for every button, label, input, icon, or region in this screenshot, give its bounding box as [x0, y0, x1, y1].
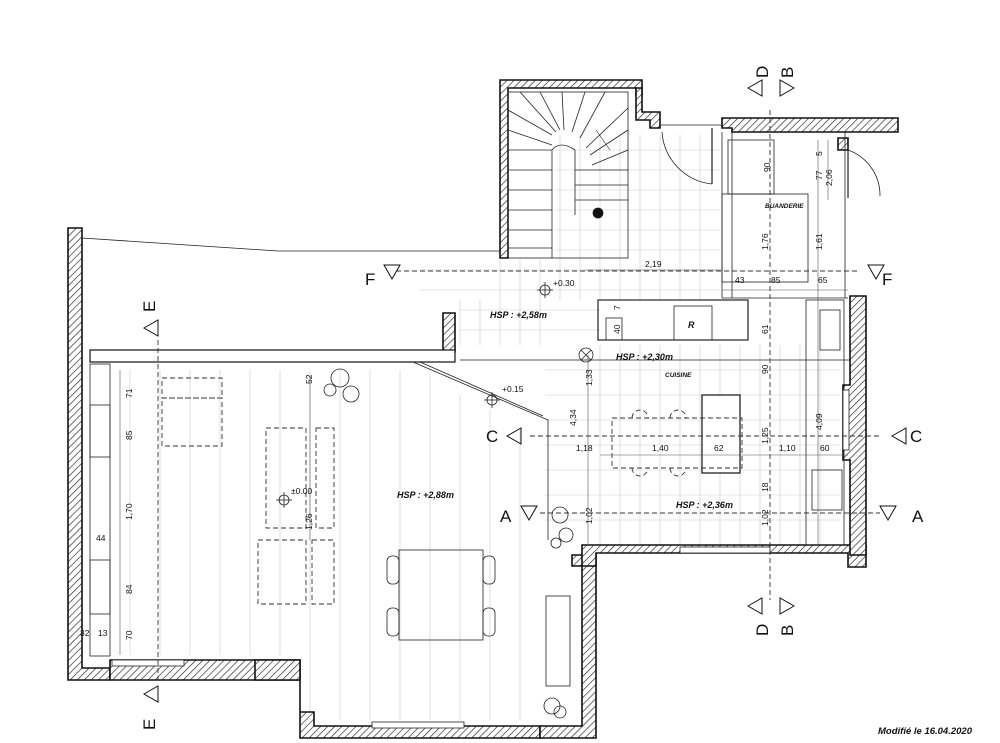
dim-71: 71	[124, 388, 134, 398]
section-label-f-right: F	[882, 270, 892, 289]
dim-70: 70	[124, 630, 134, 640]
dim-85-left: 85	[124, 430, 134, 440]
section-label-a-left: A	[500, 507, 512, 526]
floor-tile-grid	[129, 135, 840, 720]
dim-85: 85	[771, 275, 781, 285]
staircase	[507, 91, 629, 259]
dim-65: 65	[818, 275, 828, 285]
dim-206: 2,06	[824, 169, 834, 186]
laundry-door	[847, 149, 881, 198]
section-label-a-right: A	[912, 507, 924, 526]
dim-18: 18	[760, 482, 770, 492]
level-step: +0.15	[502, 384, 524, 394]
dim-5: 5	[814, 151, 824, 156]
section-label-b-top: B	[778, 67, 797, 78]
dim-84: 84	[124, 584, 134, 594]
labels: E E F F C C A A D B D B BUANDERIE CUISIN…	[80, 66, 924, 730]
dim-110: 1,10	[779, 443, 796, 453]
hsp-kitchen-top: HSP : +2,30m	[616, 352, 673, 362]
entry-door	[661, 128, 713, 185]
dimension-lines	[119, 140, 848, 655]
dim-7: 7	[612, 305, 622, 310]
section-label-c-left: C	[486, 427, 498, 446]
kitchen-island	[611, 394, 743, 477]
section-label-e-bottom: E	[140, 719, 159, 730]
dim-125: 1,25	[760, 427, 770, 444]
dim-161: 1,61	[814, 233, 824, 250]
section-label-f-left: F	[365, 270, 375, 289]
dim-44: 44	[96, 533, 106, 543]
dim-118: 1,18	[576, 443, 593, 453]
hsp-living: HSP : +2,88m	[397, 490, 454, 500]
level-entry: +0.30	[553, 278, 575, 288]
room-label-cuisine: CUISINE	[665, 372, 692, 379]
windows	[111, 389, 850, 729]
living-furniture	[89, 363, 574, 719]
section-label-d-bottom: D	[753, 624, 772, 636]
dim-62: 62	[714, 443, 724, 453]
dim-32: 32	[80, 628, 90, 638]
section-label-b-bottom: B	[778, 625, 797, 636]
fridge-label: R	[688, 320, 695, 330]
dim-133: 1,33	[584, 369, 594, 386]
dim-219: 2,19	[645, 259, 662, 269]
dim-90-mid: 90	[760, 364, 770, 374]
hsp-entry: HSP : +2,58m	[490, 310, 547, 320]
dim-434: 4,34	[568, 409, 578, 426]
dim-409: 4,09	[814, 413, 824, 430]
modified-date-note: Modifié le 16.04.2020	[878, 726, 972, 737]
dim-170: 1,70	[124, 503, 134, 520]
walls	[67, 79, 899, 739]
room-label-buanderie: BUANDERIE	[765, 203, 804, 210]
dim-102-right: 1,02	[760, 509, 770, 526]
dim-77: 77	[814, 170, 824, 180]
section-label-e-top: E	[140, 301, 159, 312]
level-markers	[276, 282, 594, 508]
dim-102-left: 1,02	[584, 507, 594, 524]
dim-90-top: 90	[762, 162, 772, 172]
level-living: ±0.00	[291, 486, 312, 496]
hsp-kitchen: HSP : +2,36m	[676, 500, 733, 510]
section-lines	[142, 79, 907, 703]
laundry-cabinets	[721, 139, 809, 283]
dim-52: 52	[304, 374, 314, 384]
partitions	[81, 132, 850, 540]
dim-43: 43	[735, 275, 745, 285]
dim-60: 60	[820, 443, 830, 453]
section-label-c-right: C	[910, 427, 922, 446]
dim-126: 1,26	[304, 513, 314, 530]
dim-140: 1,40	[652, 443, 669, 453]
dim-176: 1,76	[760, 233, 770, 250]
section-label-d-top: D	[753, 66, 772, 78]
dim-40: 40	[612, 324, 622, 334]
dim-13: 13	[98, 628, 108, 638]
dim-61: 61	[760, 324, 770, 334]
